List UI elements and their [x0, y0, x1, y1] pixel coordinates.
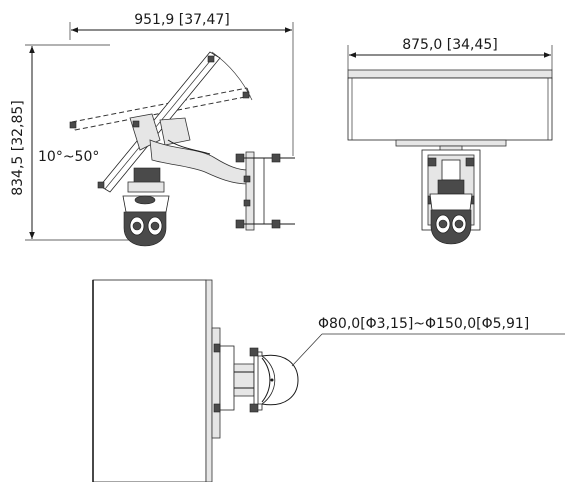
side-height-label: 834,5 [32,85] — [10, 100, 26, 196]
ptz-camera-side — [122, 167, 170, 247]
tilt-label: 10°~50° — [38, 149, 99, 165]
solar-panel-front — [347, 69, 553, 147]
front-width-dimension: 875,0 [34,45] — [347, 37, 553, 70]
front-view: 875,0 [34,45] — [347, 37, 553, 245]
ptz-camera-front — [429, 179, 473, 245]
side-width-label: 951,9 [37,47] — [134, 12, 230, 28]
solar-panel-top — [92, 279, 213, 482]
mounting-bracket — [129, 113, 249, 185]
pole-clamp-side — [235, 151, 295, 231]
pole-clamp-top — [249, 347, 299, 413]
side-width-dimension: 951,9 [37,47] — [69, 12, 294, 156]
front-width-label: 875,0 [34,45] — [402, 37, 498, 53]
pole-diameter-label: Φ80,0[Φ3,15]~Φ150,0[Φ5,91] — [318, 316, 529, 332]
side-height-dimension: 834,5 [32,85] — [10, 44, 135, 241]
pole-diameter-callout: Φ80,0[Φ3,15]~Φ150,0[Φ5,91] — [291, 316, 565, 367]
side-view: 951,9 [37,47] 834,5 [32,85] 10°~50° — [10, 12, 295, 247]
top-bracket — [211, 327, 255, 439]
top-view: Φ80,0[Φ3,15]~Φ150,0[Φ5,91] — [92, 279, 565, 482]
